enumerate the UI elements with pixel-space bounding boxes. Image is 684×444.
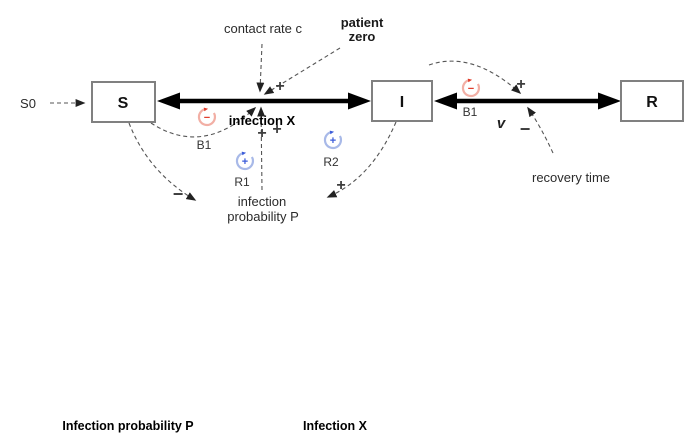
variable-infection-probability-line1: infection <box>238 194 286 209</box>
variable-patient-zero[interactable]: patient zero <box>341 15 384 44</box>
loop-polarity-sign: − <box>204 112 210 124</box>
flow-arrowhead-into-i <box>348 92 371 110</box>
flow-recovery-label[interactable]: v <box>497 115 507 132</box>
variable-contact-rate[interactable]: contact rate c <box>224 21 303 36</box>
polarity-minus-recovery-time: − <box>520 119 531 139</box>
loop-arrow-arc <box>461 79 481 98</box>
reinforcing-loop-r2-icon: + <box>323 130 343 150</box>
stock-i-box[interactable] <box>371 80 433 122</box>
link-contact-rate-to-infection-valve <box>256 43 265 93</box>
polarity-minus-s-to-probability: − <box>173 184 184 204</box>
loop-arrow-head <box>467 78 473 83</box>
variable-patient-zero-line1: patient <box>341 15 384 30</box>
loop-b1-right-label: B1 <box>463 105 478 119</box>
polarity-plus-contact-rate: + <box>275 78 284 95</box>
link-patient-zero-to-infection-valve <box>263 47 341 95</box>
stock-s-label: S <box>118 95 129 112</box>
footer-infection-probability-label: Infection probability P <box>62 419 193 433</box>
footer-infection-x-label: Infection X <box>303 419 368 433</box>
loop-arrow-head <box>241 151 247 156</box>
flow-arrowhead-into-i-right <box>434 92 457 110</box>
link-i-to-recovery-valve <box>428 60 522 94</box>
polarity-plus-s-link: + <box>272 121 281 138</box>
variable-recovery-time[interactable]: recovery time <box>532 170 610 185</box>
link-s-to-infection-probability <box>128 122 197 201</box>
flow-arrowhead-into-r <box>598 92 621 110</box>
variable-patient-zero-line2: zero <box>349 29 376 44</box>
link-recovery-time-to-recovery-valve <box>527 106 554 154</box>
stock-r[interactable]: R <box>620 80 684 122</box>
flow-recovery[interactable] <box>434 92 621 110</box>
loop-arrow-arc <box>197 108 217 127</box>
loop-r2-label: R2 <box>323 155 339 169</box>
flow-infection-label[interactable]: infection X <box>229 113 296 128</box>
loop-b1-left-label: B1 <box>197 138 212 152</box>
flow-arrowhead-into-s <box>157 92 180 110</box>
loop-arrow-arc <box>323 131 343 150</box>
stock-r-label: R <box>646 94 658 111</box>
polarity-plus-i-to-probability: + <box>336 177 345 194</box>
reinforcing-loop-r1-icon: + <box>235 151 255 171</box>
polarity-plus-i-to-recovery: + <box>516 76 525 93</box>
stock-i[interactable]: I <box>371 80 433 122</box>
balancing-loop-b1-left-icon: − <box>197 107 217 127</box>
loop-polarity-sign: − <box>468 83 474 95</box>
stock-i-label: I <box>400 94 404 111</box>
polarity-plus-infection-probability-link: + <box>257 125 266 142</box>
link-s-to-infection-valve-b1 <box>150 106 257 138</box>
balancing-loop-b1-right-icon: − <box>461 78 481 98</box>
stock-s-box[interactable] <box>91 81 156 123</box>
link-i-to-infection-probability <box>326 121 397 198</box>
variable-s0[interactable]: S0 <box>20 96 36 111</box>
stock-s[interactable]: S <box>91 81 156 123</box>
flow-infection[interactable] <box>157 92 371 110</box>
variable-infection-probability[interactable]: infection probability P <box>227 194 299 224</box>
loop-arrow-arc <box>235 152 255 171</box>
loop-r1-label: R1 <box>234 175 250 189</box>
loop-polarity-sign: + <box>330 135 336 147</box>
loop-polarity-sign: + <box>242 156 248 168</box>
variable-infection-probability-line2: probability P <box>227 209 299 224</box>
loop-arrow-head <box>203 107 209 112</box>
loop-arrow-head <box>329 130 335 135</box>
stock-r-box[interactable] <box>620 80 684 122</box>
